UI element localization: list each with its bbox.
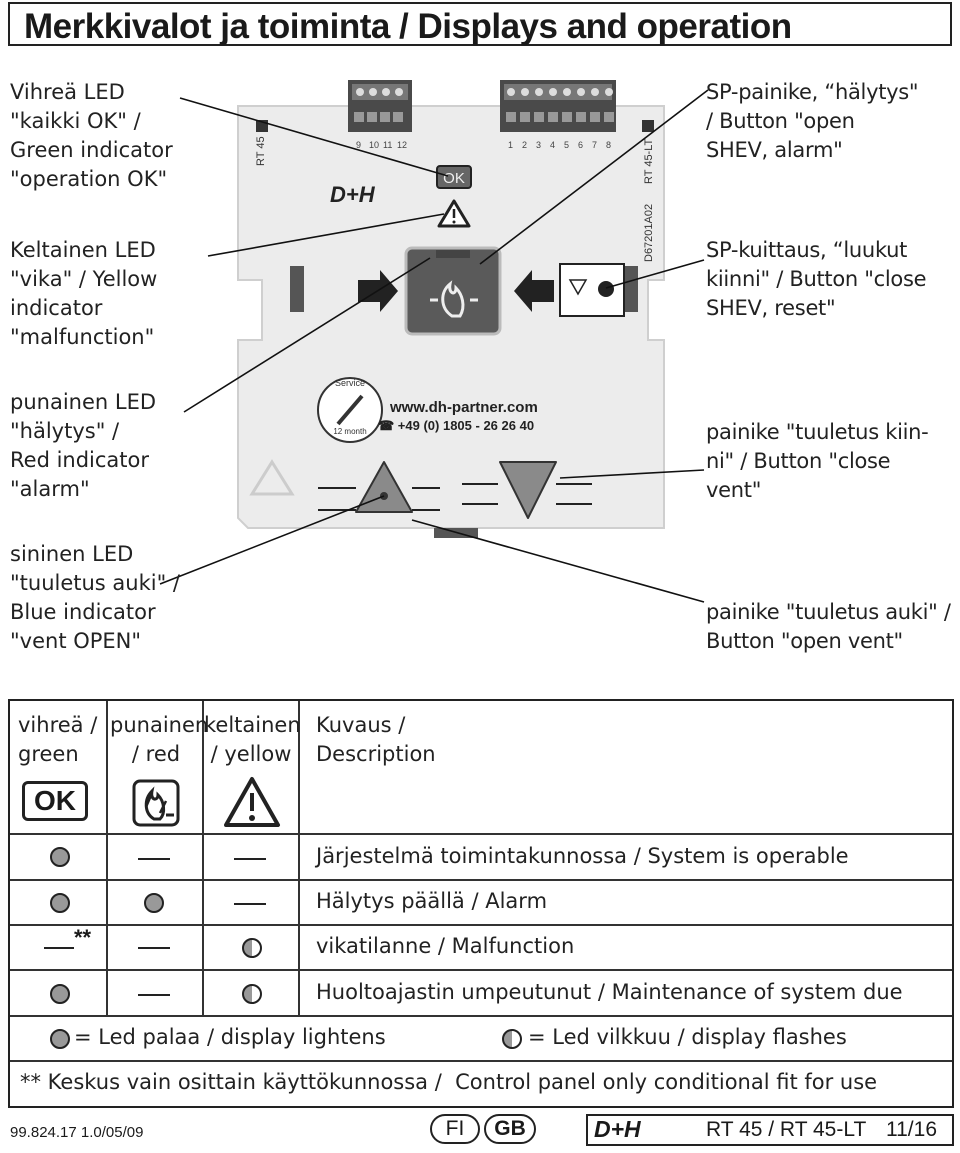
led-on-icon	[50, 1029, 70, 1049]
triangle-down-icon	[568, 279, 588, 296]
row-description: vikatilanne / Malfunction	[316, 934, 575, 958]
device-figure: 9 10 11 12 1 2 3 4 5 6 7 8 RT 45 RT 45-L…	[159, 80, 709, 603]
leader-line	[411, 519, 705, 603]
fire-icon	[441, 280, 465, 318]
terminal-block-left	[348, 80, 412, 132]
label-green-led: Vihreä LED "kaikki OK" / Green indicator…	[10, 80, 173, 191]
fire-icon	[132, 779, 180, 827]
lang-gb-badge: GB	[484, 1114, 536, 1144]
svg-text:OK: OK	[443, 170, 465, 187]
led-on-icon	[50, 984, 70, 1004]
model-label-right: RT 45-LT	[643, 138, 655, 184]
ok-indicator	[436, 165, 472, 189]
led-off-dash	[138, 994, 170, 996]
leader-line	[179, 97, 449, 177]
led-on-icon	[50, 893, 70, 913]
svg-text:12 month: 12 month	[333, 427, 366, 436]
leader-line	[159, 495, 385, 585]
terminal-number: 1	[508, 140, 513, 150]
header-red: punainen / red	[110, 713, 209, 766]
title-box: Merkkivalot ja toiminta / Displays and o…	[8, 2, 952, 46]
footnote: ** Keskus vain osittain käyttökunnossa /…	[20, 1070, 878, 1094]
leader-line	[559, 469, 705, 479]
header-green: vihreä / green	[18, 713, 98, 766]
led-off-dash	[44, 947, 74, 949]
arrow-left-icon	[514, 270, 554, 312]
terminal-number: 7	[592, 140, 597, 150]
footer-logo: D+H	[594, 1116, 641, 1142]
close-vent-button	[499, 461, 557, 519]
reset-button	[559, 263, 625, 317]
header-description: Kuvaus / Description	[316, 713, 436, 766]
open-vent-button	[355, 461, 413, 513]
lang-fi-badge: FI	[430, 1114, 480, 1144]
dh-logo: D+H	[330, 182, 376, 207]
terminal-number: 2	[522, 140, 527, 150]
led-flash-icon	[502, 1029, 522, 1049]
terminal-number: 10	[369, 140, 379, 150]
label-yellow-led: Keltainen LED "vika" / Yellow indicator …	[10, 238, 158, 349]
footnote-mark: **	[74, 925, 92, 950]
legend-flash: = Led vilkkuu / display flashes	[528, 1025, 847, 1049]
phone-text: ☎ +49 (0) 1805 - 26 26 40	[378, 418, 534, 433]
leader-line	[605, 259, 705, 289]
terminal-block-right	[500, 80, 616, 132]
model-label-left: RT 45	[255, 136, 267, 166]
terminal-number: 3	[536, 140, 541, 150]
terminal-number: 5	[564, 140, 569, 150]
part-number: D67201A02	[643, 204, 655, 262]
legend-on: = Led palaa / display lightens	[74, 1025, 386, 1049]
page-title: Merkkivalot ja toiminta / Displays and o…	[24, 7, 792, 46]
label-red-led: punainen LED "hälytys" / Red indicator "…	[10, 390, 157, 501]
website-text: www.dh-partner.com	[389, 399, 538, 416]
terminal-number: 8	[606, 140, 611, 150]
row-description: Järjestelmä toimintakunnossa / System is…	[316, 844, 849, 868]
row-description: Hälytys päällä / Alarm	[316, 889, 548, 913]
terminal-number: 12	[397, 140, 407, 150]
footer-model-box	[586, 1114, 954, 1146]
label-open-vent-button: painike "tuuletus auki" / Button "open v…	[706, 600, 951, 653]
terminal-number: 6	[578, 140, 583, 150]
led-on-icon	[144, 893, 164, 913]
label-sp-alarm-button: SP-painike, “hälytys" / Button "open SHE…	[706, 80, 919, 162]
page-number: 11/16	[886, 1118, 937, 1141]
warning-icon	[224, 777, 280, 827]
document-code: 99.824.17 1.0/05/09	[10, 1124, 144, 1141]
led-on-icon	[50, 847, 70, 867]
row-description: Huoltoajastin umpeutunut / Maintenance o…	[316, 980, 903, 1004]
led-off-dash	[234, 858, 266, 860]
leader-line	[479, 89, 709, 265]
label-reset-button: SP-kuittaus, “luukut kiinni" / Button "c…	[706, 238, 927, 320]
header-yellow: keltainen / yellow	[204, 713, 301, 766]
leader-line	[183, 257, 431, 413]
faded-triangle-icon	[249, 459, 295, 496]
led-flash-icon	[242, 984, 262, 1004]
wrench-icon	[336, 394, 364, 426]
led-off-dash	[234, 903, 266, 905]
terminal-number: 4	[550, 140, 555, 150]
footer-model: RT 45 / RT 45-LT	[706, 1118, 867, 1141]
terminal-number: 9	[356, 140, 361, 150]
led-off-dash	[138, 858, 170, 860]
label-close-vent-button: painike "tuuletus kiin- ni" / Button "cl…	[706, 420, 929, 502]
terminal-number: 11	[383, 140, 392, 150]
svg-text:Service: Service	[335, 378, 365, 388]
indicator-table: vihreä / green punainen / red keltainen …	[8, 699, 954, 1108]
label-blue-led: sininen LED "tuuletus auki" / Blue indic…	[10, 542, 181, 653]
leader-line	[207, 213, 445, 257]
led-flash-icon	[242, 938, 262, 958]
sp-alarm-button	[404, 246, 502, 336]
ok-icon: OK	[22, 781, 88, 821]
led-off-dash	[138, 947, 170, 949]
reset-dot	[598, 281, 614, 297]
